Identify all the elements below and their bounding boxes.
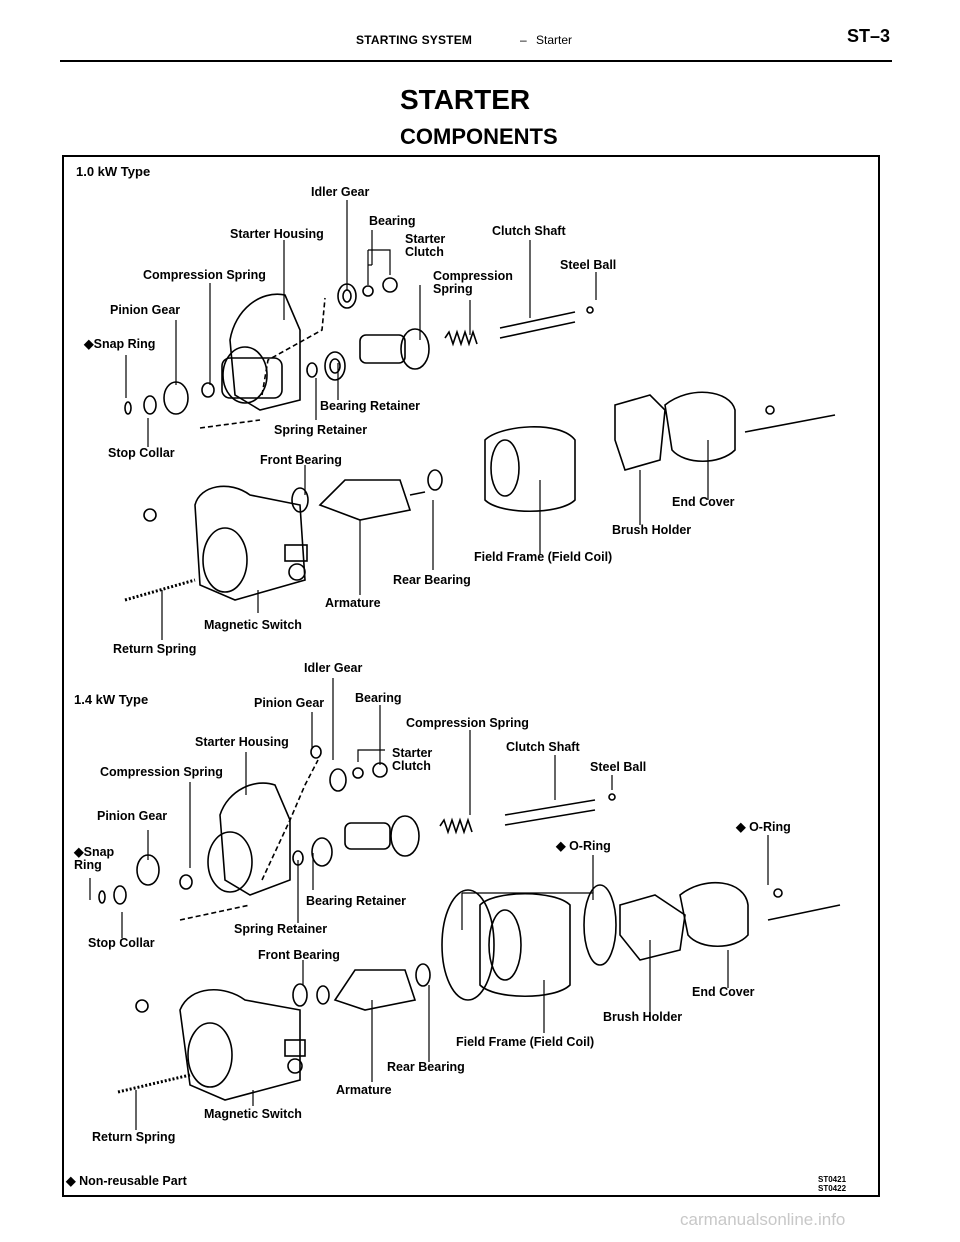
figure-code: ST0422 — [818, 1184, 847, 1193]
label-pinion-gear: Pinion Gear — [110, 303, 181, 317]
watermark: carmanualsonline.info — [680, 1210, 846, 1229]
label-steel-ball: Steel Ball — [560, 258, 617, 272]
label-snap-ring: ◆Snap Ring — [84, 337, 156, 351]
label2-starter-housing: Starter Housing — [195, 735, 289, 749]
label2-return-spring: Return Spring — [92, 1130, 176, 1144]
diagram2-leader-lines — [89, 678, 769, 1130]
label2-snap-ring: ◆Snap Ring — [74, 845, 115, 872]
label-end-cover: End Cover — [672, 495, 735, 509]
label2-rear-bearing: Rear Bearing — [387, 1060, 465, 1074]
header-separator: – — [520, 33, 527, 47]
label2-bearing: Bearing — [355, 691, 402, 705]
page-header: STARTING SYSTEM – Starter ST–3 — [60, 24, 892, 62]
diagram1-leader-lines — [125, 200, 709, 640]
label2-field-frame: Field Frame (Field Coil) — [456, 1035, 595, 1049]
label-brush-holder: Brush Holder — [612, 523, 692, 537]
label2-armature: Armature — [336, 1083, 392, 1097]
label2-spring-retainer: Spring Retainer — [234, 922, 328, 936]
diagram1-parts — [124, 277, 836, 602]
label-return-spring: Return Spring — [113, 642, 197, 656]
non-reusable-note: ◆ Non-reusable Part — [66, 1174, 187, 1188]
label-idler-gear: Idler Gear — [311, 185, 370, 199]
page-subtitle: COMPONENTS — [400, 124, 558, 149]
label2-steel-ball: Steel Ball — [590, 760, 647, 774]
diagram1-type-label: 1.0 kW Type — [76, 164, 151, 179]
label2-bearing-retainer: Bearing Retainer — [306, 894, 407, 908]
label-clutch-shaft: Clutch Shaft — [492, 224, 566, 238]
label-spring-retainer: Spring Retainer — [274, 423, 368, 437]
page-number: ST–3 — [846, 26, 890, 46]
subsection-title: Starter — [536, 33, 573, 47]
label2-stop-collar: Stop Collar — [88, 936, 155, 950]
section-title: STARTING SYSTEM — [356, 33, 473, 47]
label2-starter-clutch: Starter Clutch — [392, 746, 433, 773]
label-field-frame: Field Frame (Field Coil) — [474, 550, 613, 564]
diagram-frame — [62, 155, 880, 1197]
label2-magnetic-switch: Magnetic Switch — [204, 1107, 302, 1121]
label-compression-spring-right: Compression Spring — [433, 269, 513, 296]
label2-idler-gear: Idler Gear — [304, 661, 363, 675]
label-front-bearing: Front Bearing — [260, 453, 342, 467]
label-bearing: Bearing — [369, 214, 416, 228]
label-armature: Armature — [325, 596, 381, 610]
label2-pinion-gear-top: Pinion Gear — [254, 696, 325, 710]
label-bearing-retainer: Bearing Retainer — [320, 399, 421, 413]
label-starter-clutch: Starter Clutch — [405, 232, 446, 259]
label2-compression-spring-left: Compression Spring — [100, 765, 223, 779]
label-stop-collar: Stop Collar — [108, 446, 175, 460]
label2-brush-holder: Brush Holder — [603, 1010, 683, 1024]
diagram2-type-label: 1.4 kW Type — [74, 692, 149, 707]
label2-end-cover: End Cover — [692, 985, 755, 999]
diagram2-parts — [98, 745, 841, 1101]
label-magnetic-switch: Magnetic Switch — [204, 618, 302, 632]
page-title: STARTER — [400, 84, 531, 115]
label2-compression-spring-top: Compression Spring — [406, 716, 529, 730]
label-starter-housing: Starter Housing — [230, 227, 324, 241]
label2-pinion-gear: Pinion Gear — [97, 809, 168, 823]
label2-clutch-shaft: Clutch Shaft — [506, 740, 580, 754]
label2-front-bearing: Front Bearing — [258, 948, 340, 962]
label2-o-ring-right: ◆ O-Ring — [736, 820, 791, 834]
label-rear-bearing: Rear Bearing — [393, 573, 471, 587]
label-compression-spring-left: Compression Spring — [143, 268, 266, 282]
label2-o-ring-mid: ◆ O-Ring — [556, 839, 611, 853]
figure-code: ST0421 — [818, 1175, 847, 1184]
